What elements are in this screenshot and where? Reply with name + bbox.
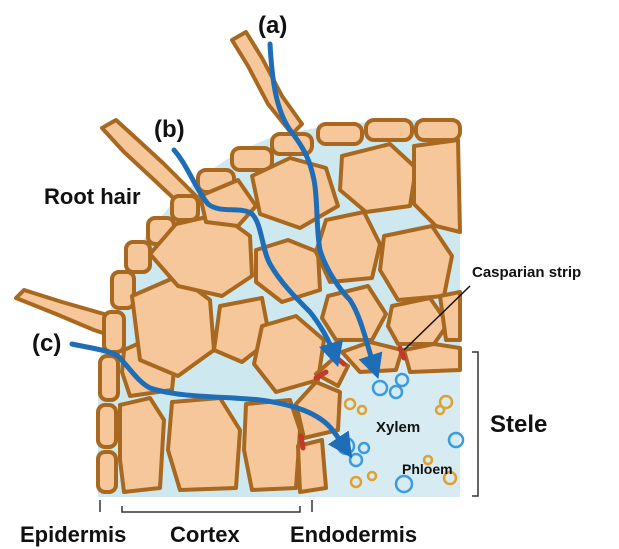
endodermis-label: Endodermis [290, 522, 417, 547]
cortex-bracket [122, 506, 300, 512]
xylem-label: Xylem [376, 419, 420, 436]
epidermis-cell [126, 242, 150, 272]
epidermis-cell [98, 405, 116, 447]
cortex-cell [244, 400, 300, 490]
casparian-strip-label: Casparian strip [472, 264, 581, 281]
pathway-c-label: (c) [32, 330, 61, 357]
epidermis-cell [318, 124, 362, 144]
epidermis-cell [232, 148, 272, 170]
casparian-strip-segment [301, 436, 303, 448]
stele-label: Stele [490, 411, 547, 438]
endodermis-cell [404, 344, 460, 372]
cortex-cell [120, 398, 164, 492]
epidermis-cell [98, 452, 116, 492]
cortex-cell [168, 398, 240, 490]
cortex-cell [316, 212, 380, 282]
tissue-brackets [100, 500, 312, 512]
pathway-a-label: (a) [258, 12, 287, 39]
pathway-b-label: (b) [154, 116, 185, 143]
phloem-label: Phloem [402, 461, 453, 477]
cortex-label: Cortex [170, 522, 240, 547]
epidermis-cell [112, 272, 134, 308]
root-hair-top [232, 32, 302, 134]
epidermis-label: Epidermis [20, 522, 126, 547]
epidermis-cell [416, 120, 460, 140]
root-hair-label: Root hair [44, 184, 141, 209]
epidermis-cell [100, 356, 118, 400]
epidermis-cell [172, 196, 198, 220]
stele-bracket [472, 352, 478, 496]
cortex-cell [380, 226, 452, 300]
epidermis-cell [366, 120, 412, 140]
epidermis-cell [104, 312, 124, 352]
